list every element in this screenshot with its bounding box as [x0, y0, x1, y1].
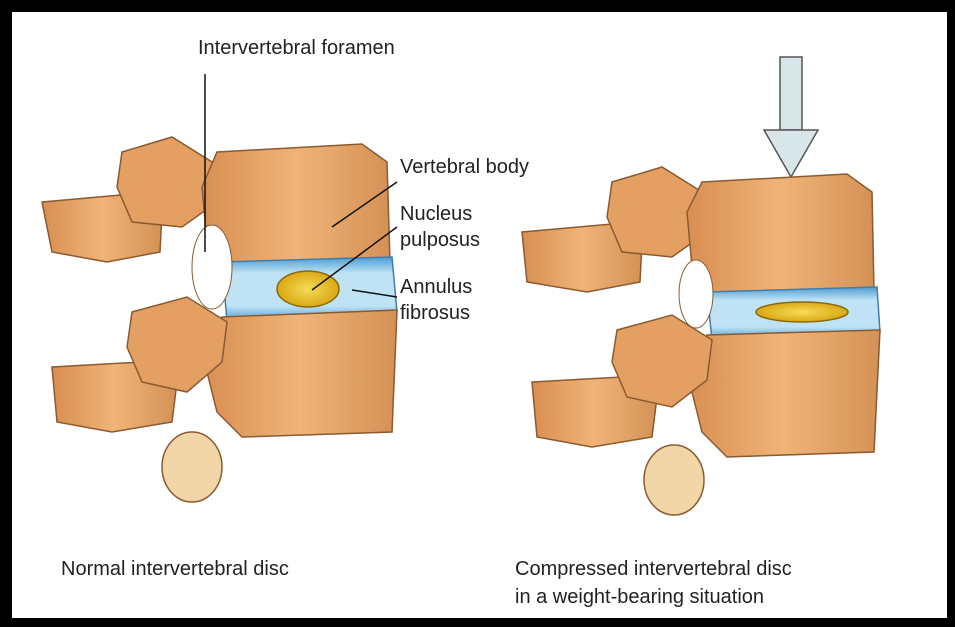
c-lower-vertebral-body	[687, 330, 880, 457]
lower-facet	[162, 432, 222, 502]
c-lower-facet	[644, 445, 704, 515]
compressed-vertebrae	[522, 57, 880, 515]
label-annulus-fibrosus-line2: fibrosus	[400, 301, 470, 325]
caption-compressed-line2: in a weight-bearing situation	[515, 584, 764, 611]
arrow-head	[764, 130, 818, 177]
label-nucleus-pulposus-line2: pulposus	[400, 228, 480, 252]
label-annulus-fibrosus-line1: Annulus	[400, 275, 472, 299]
caption-compressed-line1: Compressed intervertebral disc	[515, 556, 792, 583]
vertebrae-illustration	[12, 12, 947, 618]
arrow-shaft	[780, 57, 802, 130]
normal-vertebrae	[42, 74, 397, 502]
c-upper-vertebral-body	[687, 174, 874, 297]
intervertebral-foramen	[192, 225, 232, 309]
compressed-nucleus-pulposus	[756, 302, 848, 322]
label-vertebral-body: Vertebral body	[400, 155, 529, 179]
upper-articular-process	[117, 137, 217, 227]
lower-vertebral-body	[202, 310, 397, 437]
label-nucleus-pulposus-line1: Nucleus	[400, 202, 472, 226]
c-intervertebral-foramen	[679, 260, 713, 328]
caption-normal: Normal intervertebral disc	[61, 556, 289, 583]
figure-frame: Intervertebral foramen Vertebral body Nu…	[12, 12, 947, 618]
label-intervertebral-foramen: Intervertebral foramen	[198, 36, 395, 60]
